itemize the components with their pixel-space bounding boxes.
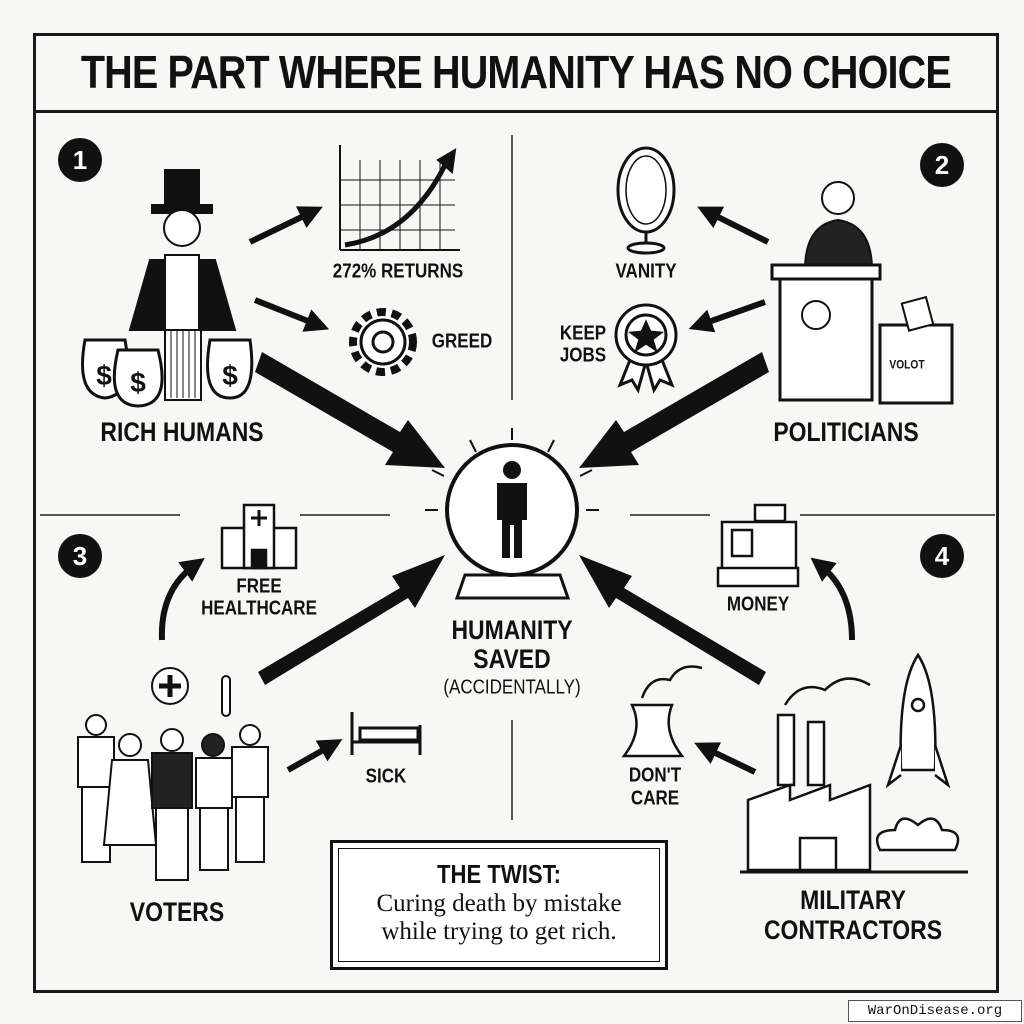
chart-icon <box>339 145 460 251</box>
twist-line-1: Curing death by mistake <box>376 890 622 917</box>
dollar-signs: $ $ $ <box>96 360 238 398</box>
arrow-politicians-to-center <box>579 352 769 468</box>
motive-vanity: VANITY <box>615 260 677 283</box>
motive-care: CARE <box>630 787 680 810</box>
quadrant-dividers <box>40 135 995 820</box>
title-box: THE PART WHERE HUMANITY HAS NO CHOICE <box>33 33 999 113</box>
motive-free: FREE <box>236 575 282 598</box>
motive-greed: GREED <box>431 330 493 353</box>
mirror-icon <box>616 146 676 255</box>
twist-box: THE TWIST: Curing death by mistake while… <box>330 840 668 970</box>
number-badge-2: 2 <box>920 143 964 187</box>
actor-military-line1: MILITARY <box>800 884 906 915</box>
twist-heading: THE TWIST: <box>437 859 561 889</box>
money-bag-icons <box>81 338 254 408</box>
human-figure-icon <box>497 461 527 558</box>
actor-military-line2: CONTRACTORS <box>763 914 943 945</box>
motive-returns: 272% RETURNS <box>332 260 464 283</box>
number-badge-4: 4 <box>920 534 964 578</box>
cooling-tower-icon <box>621 665 703 758</box>
rocket-icon <box>875 652 960 852</box>
number-badge-1: 1 <box>58 138 102 182</box>
politician-icon <box>770 181 954 405</box>
gear-icon <box>349 308 417 376</box>
outer-frame <box>33 33 999 993</box>
motive-jobs: JOBS <box>559 344 607 367</box>
motive-dont: DON'T <box>628 764 682 787</box>
actor-voters: VOTERS <box>129 896 225 927</box>
motive-sick: SICK <box>365 765 407 788</box>
award-ribbon-icon <box>614 303 678 394</box>
hospital-icon <box>220 503 298 570</box>
actor-rich-humans: RICH HUMANS <box>100 416 264 447</box>
motive-keep: KEEP <box>559 322 607 345</box>
svg-text:$: $ <box>96 360 112 391</box>
center-saved: SAVED <box>473 643 551 674</box>
actor-politicians: POLITICIANS <box>773 416 919 447</box>
small-arrows <box>158 206 855 775</box>
footer-link[interactable]: WarOnDisease.org <box>848 1000 1022 1022</box>
rich-man-icon <box>128 169 237 401</box>
voters-crowd-icon <box>77 667 269 881</box>
center-accidentally: (ACCIDENTALLY) <box>443 676 581 699</box>
page-title: THE PART WHERE HUMANITY HAS NO CHOICE <box>80 45 952 98</box>
svg-text:$: $ <box>130 367 146 398</box>
number-badge-3: 3 <box>58 534 102 578</box>
arrow-rich-to-center <box>255 352 445 468</box>
svg-text:$: $ <box>222 360 238 391</box>
main-arrows <box>255 352 769 685</box>
motive-healthcare: HEALTHCARE <box>201 597 317 620</box>
motive-money: MONEY <box>726 593 790 616</box>
bed-icon <box>350 712 422 755</box>
center-humanity: HUMANITY <box>451 614 573 645</box>
arrow-contractors-to-center <box>579 555 766 685</box>
ballot-box-label: VOLOT <box>889 357 925 372</box>
arrow-voters-to-center <box>258 555 445 685</box>
cash-register-icon <box>716 503 800 588</box>
twist-line-2: while trying to get rich. <box>381 917 617 945</box>
factory-icon <box>740 677 968 874</box>
